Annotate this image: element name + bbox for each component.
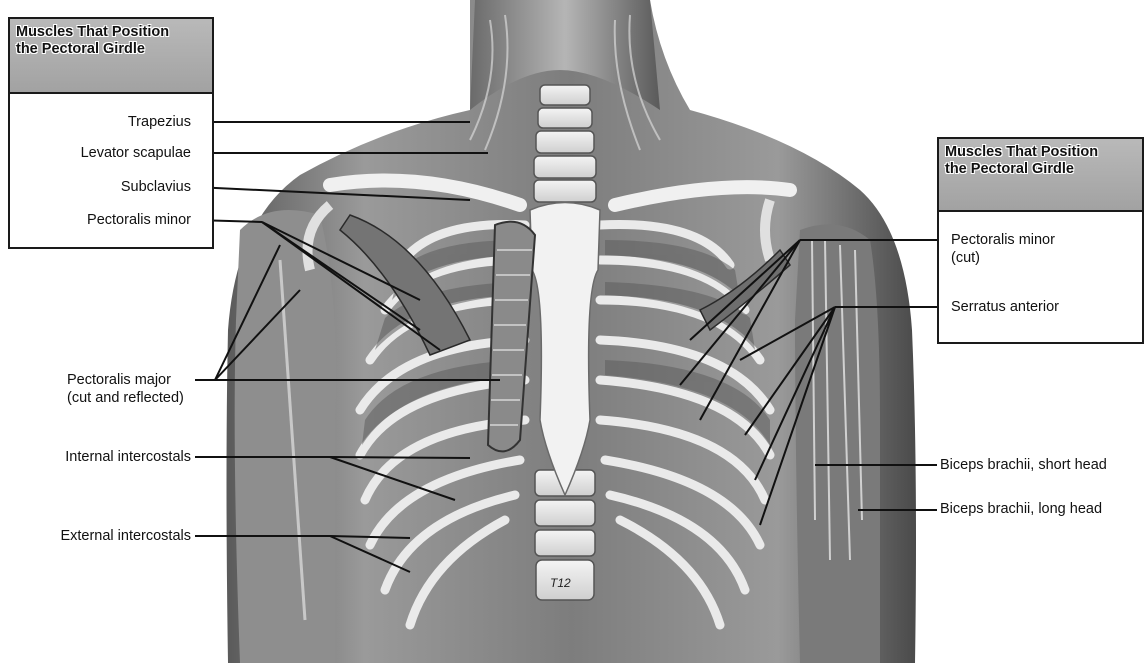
panel-title-right-line1: Muscles That Position [945,144,1136,161]
label-pectoralis-minor: Pectoralis minor [87,211,191,229]
panel-title-left: Muscles That Position the Pectoral Girdl… [10,19,212,94]
right-arm [795,224,880,663]
label-external-intercostals: External intercostals [60,527,191,545]
label-internal-intercostals: Internal intercostals [65,448,191,466]
label-serratus-anterior: Serratus anterior [951,298,1059,316]
panel-title-left-line1: Muscles That Position [16,24,206,41]
panel-title-right: Muscles That Position the Pectoral Girdl… [939,139,1142,212]
label-pectoralis-minor-cut-line2: (cut) [951,249,1055,267]
label-pectoralis-major-line2: (cut and reflected) [67,389,184,407]
label-subclavius: Subclavius [121,178,191,196]
left-arm [235,210,336,663]
t12-label: T12 [550,576,571,590]
label-pectoralis-major-line1: Pectoralis major [67,371,184,389]
panel-title-left-line2: the Pectoral Girdle [16,41,206,58]
label-pectoralis-minor-cut-line1: Pectoralis minor [951,231,1055,249]
label-biceps-long-head: Biceps brachii, long head [940,500,1102,518]
label-pectoralis-major: Pectoralis major (cut and reflected) [67,371,184,407]
label-pectoralis-minor-cut: Pectoralis minor (cut) [951,231,1055,267]
label-biceps-short-head: Biceps brachii, short head [940,456,1107,474]
label-levator-scapulae: Levator scapulae [81,144,191,162]
label-trapezius: Trapezius [128,113,191,131]
panel-title-right-line2: the Pectoral Girdle [945,161,1136,178]
